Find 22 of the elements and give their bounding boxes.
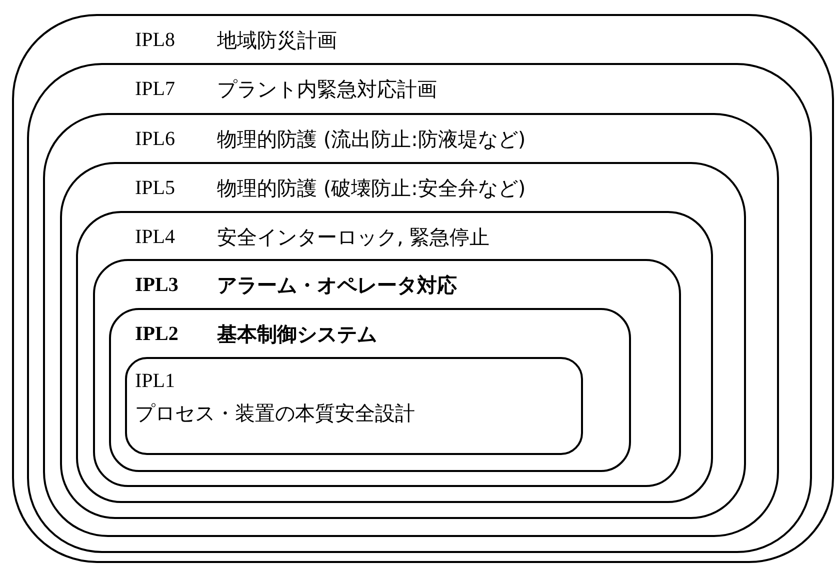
layer-number: IPL3 — [135, 273, 178, 297]
layer-number: IPL6 — [135, 127, 175, 151]
layer-label: 物理的防護 (流出防止:防液堤など) — [217, 127, 526, 151]
layer-box — [125, 357, 583, 455]
layer-box — [43, 113, 779, 537]
layer-number: IPL1 — [135, 369, 175, 393]
layer-number: IPL7 — [135, 77, 175, 101]
layer-label: プラント内緊急対応計画 — [217, 77, 437, 101]
layer-label: 地域防災計画 — [217, 28, 337, 52]
layer-label: プロセス・装置の本質安全設計 — [135, 401, 415, 425]
layer-number: IPL5 — [135, 176, 175, 200]
layer-number: IPL2 — [135, 322, 178, 346]
layer-number: IPL4 — [135, 225, 175, 249]
layer-box — [109, 308, 631, 472]
layer-number: IPL8 — [135, 28, 175, 52]
layer-label: 物理的防護 (破壊防止:安全弁など) — [217, 176, 526, 200]
layer-box — [60, 162, 746, 519]
layer-box — [76, 211, 713, 503]
layer-box — [93, 259, 681, 487]
layer-label: 基本制御システム — [217, 322, 377, 346]
layer-label: 安全インターロック, 緊急停止 — [217, 225, 490, 249]
layer-label: アラーム・オペレータ対応 — [217, 273, 457, 297]
